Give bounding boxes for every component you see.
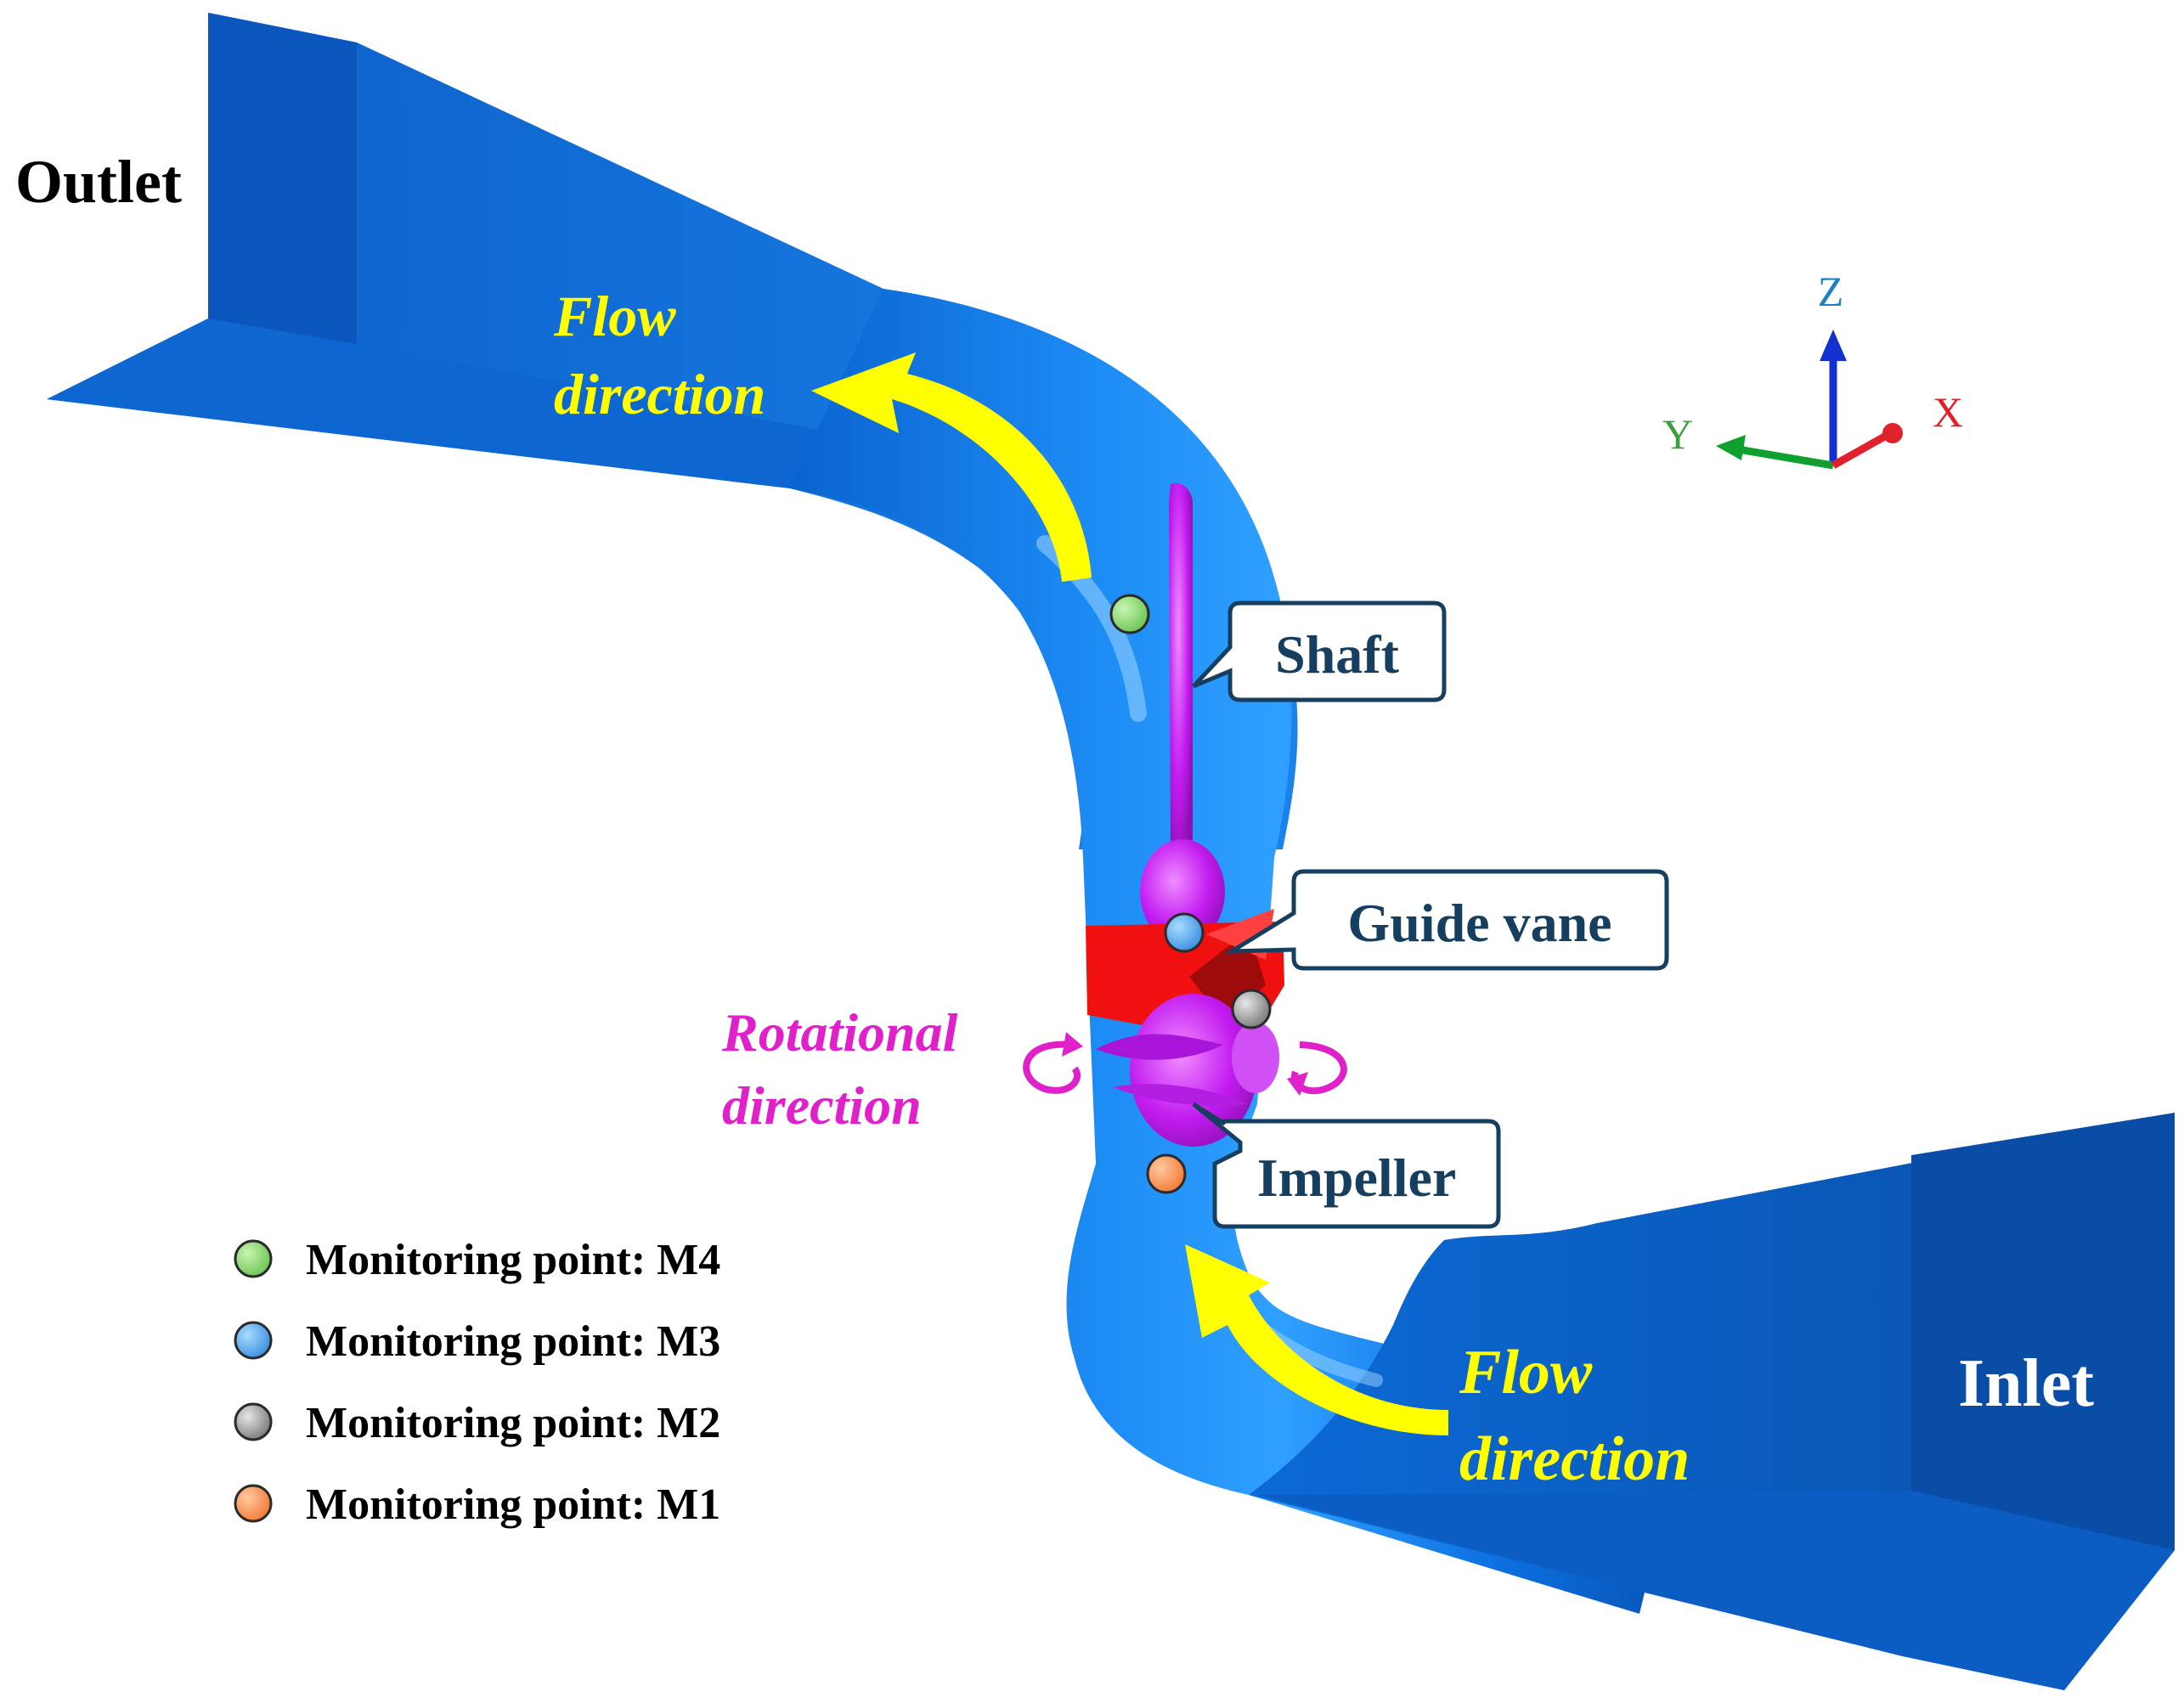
rotation-arrow-right <box>1287 1041 1347 1096</box>
flow-label-bottom-2: direction <box>1459 1424 1690 1494</box>
callout-guide-vane-text: Guide vane <box>1347 893 1611 953</box>
monitoring-point-m3 <box>1164 912 1205 953</box>
axis-x-label: X <box>1933 388 1963 436</box>
legend-item: Monitoring point: M1 <box>234 1480 720 1529</box>
outlet-face <box>208 13 357 344</box>
flow-arrow-top <box>811 352 1092 582</box>
outlet-floor <box>47 319 883 488</box>
axis-triad: Z Y X <box>1662 268 1963 470</box>
inlet-face <box>1911 1113 2175 1550</box>
shaft <box>1169 482 1193 849</box>
legend-item: Monitoring point: M2 <box>234 1399 720 1447</box>
impeller <box>1096 994 1279 1147</box>
monitoring-points <box>1109 594 1272 1194</box>
inlet-label: Inlet <box>1958 1346 2094 1421</box>
monitoring-point-m4 <box>1109 594 1150 634</box>
rotation-arrow-left <box>1023 1032 1083 1094</box>
legend-label: Monitoring point: M2 <box>306 1399 720 1447</box>
legend-label: Monitoring point: M4 <box>306 1236 720 1284</box>
callout-shaft: Shaft <box>1192 601 1447 702</box>
callout-shaft-text: Shaft <box>1275 624 1400 685</box>
flow-label-top-2: direction <box>554 362 765 426</box>
axis-z-label: Z <box>1818 268 1844 315</box>
flow-label-top-1: Flow <box>553 284 676 348</box>
callout-impeller-text: Impeller <box>1257 1148 1457 1208</box>
monitoring-point-m1 <box>1146 1153 1187 1194</box>
callout-impeller: Impeller <box>1192 1102 1501 1229</box>
axis-y-label: Y <box>1662 410 1693 458</box>
monitoring-point-m2 <box>1231 989 1272 1029</box>
shaft-assembly <box>1140 482 1225 945</box>
flow-arrow-bottom <box>1185 1244 1448 1435</box>
shaft-hub <box>1140 839 1225 945</box>
y-arrow-icon <box>1716 435 1746 460</box>
z-arrow-icon <box>1820 330 1847 361</box>
legend-item: Monitoring point: M3 <box>234 1317 720 1366</box>
legend: Monitoring point: M4 Monitoring point: M… <box>234 1236 720 1529</box>
rotation-label-1: Rotational <box>721 1002 958 1063</box>
x-arrow-icon <box>1882 423 1903 443</box>
callout-guide-vane: Guide vane <box>1223 869 1669 971</box>
legend-label: Monitoring point: M3 <box>306 1317 720 1366</box>
inlet-floor <box>1257 1491 2175 1690</box>
rotation-label-2: direction <box>722 1075 922 1136</box>
outlet-label: Outlet <box>15 148 182 216</box>
legend-item: Monitoring point: M4 <box>234 1236 720 1284</box>
legend-label: Monitoring point: M1 <box>306 1480 720 1529</box>
flow-label-bottom-1: Flow <box>1459 1338 1593 1407</box>
